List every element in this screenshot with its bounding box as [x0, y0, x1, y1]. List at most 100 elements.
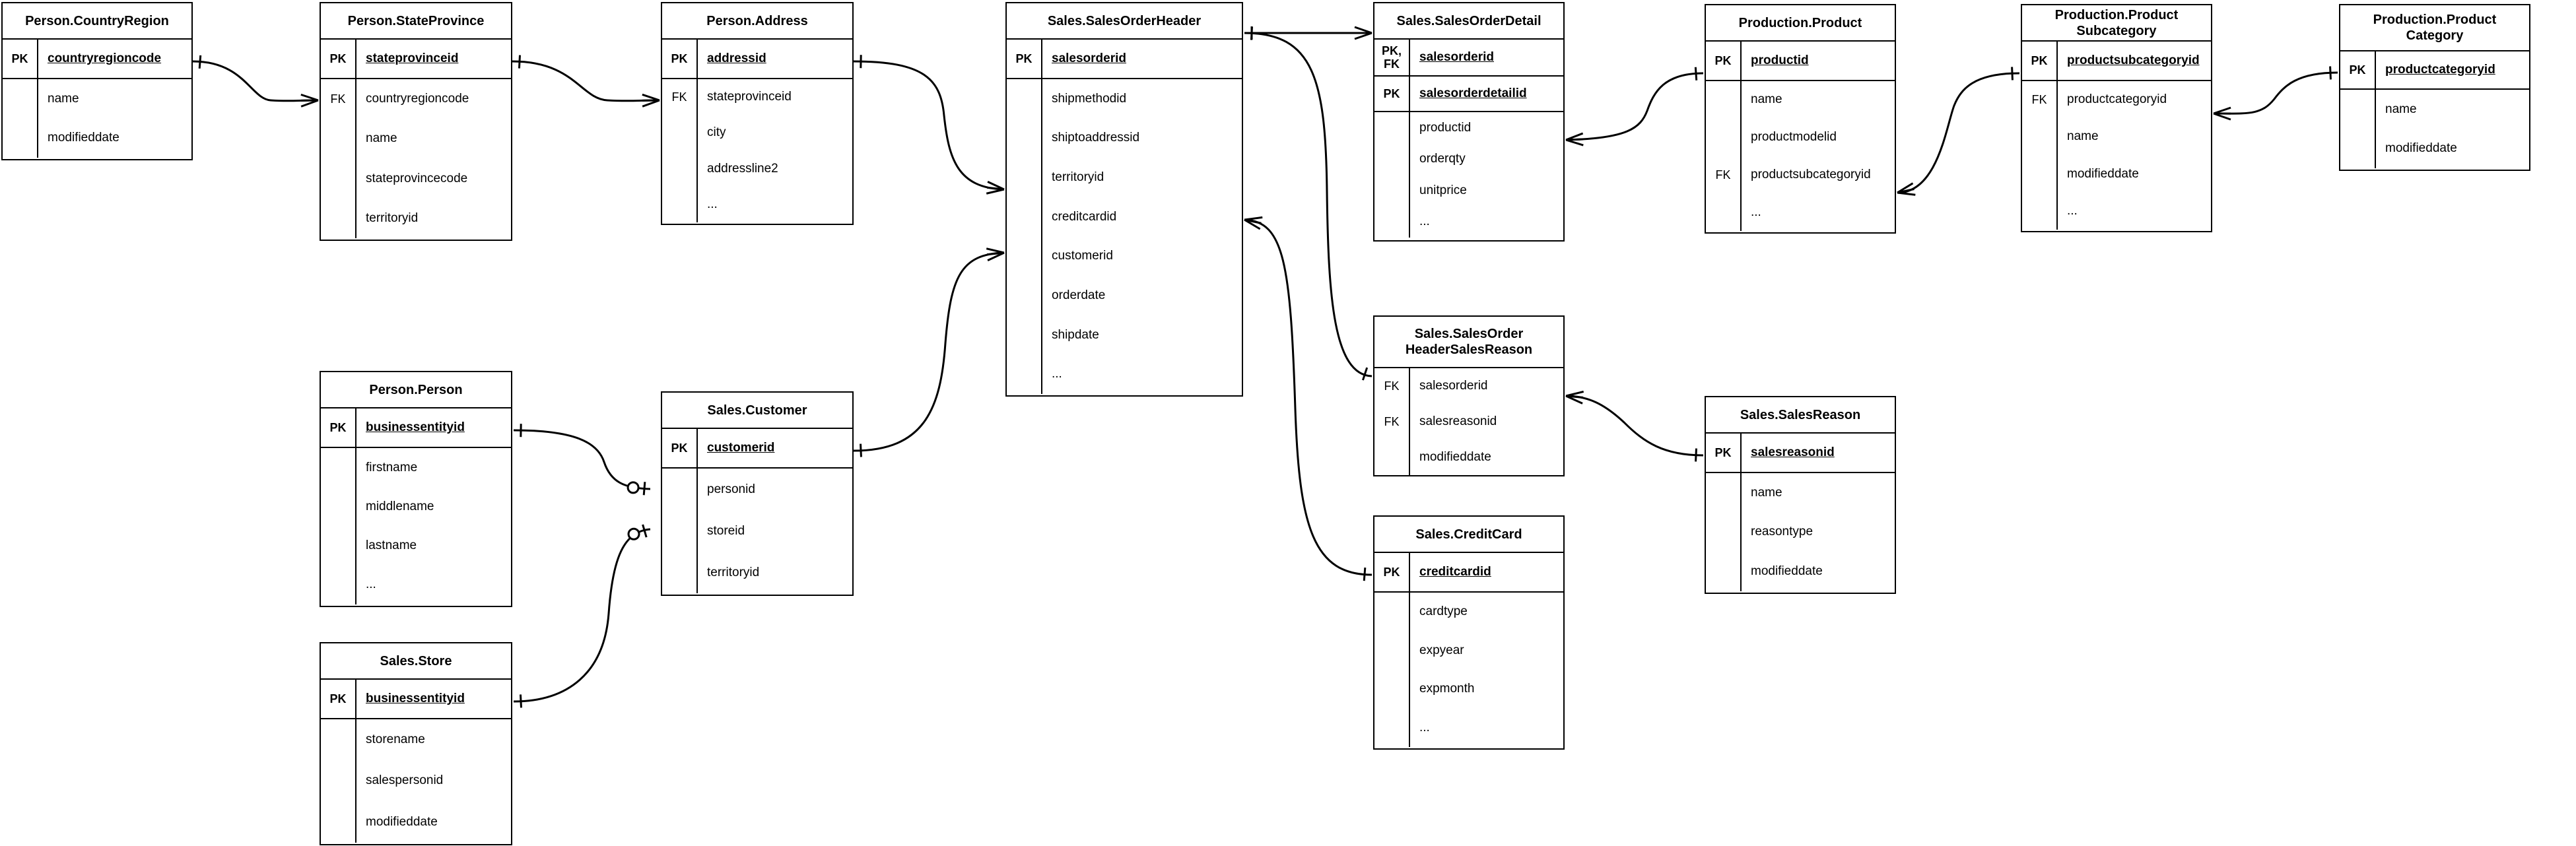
relationship-person-to-customer[interactable] — [513, 429, 651, 490]
attribute-row[interactable]: productmodelid — [1706, 118, 1895, 156]
attribute-name: productmodelid — [1751, 130, 1837, 145]
attribute-row[interactable]: modifieddate — [2340, 129, 2529, 168]
attribute-name: ... — [1419, 720, 1430, 734]
attribute-row[interactable]: shipmethodid — [1007, 79, 1242, 119]
relationship-stateprovince-to-address[interactable] — [512, 60, 660, 102]
attribute-row[interactable]: expyear — [1374, 631, 1563, 670]
attribute-row[interactable]: ... — [1007, 354, 1242, 394]
attribute-row[interactable]: orderqty — [1374, 143, 1563, 175]
attribute-row[interactable]: expmonth — [1374, 670, 1563, 709]
attribute-row[interactable]: ... — [1374, 206, 1563, 238]
attribute-row[interactable]: modifieddate — [3, 118, 191, 158]
attribute-row[interactable]: name — [1706, 473, 1895, 513]
attribute-row[interactable]: territoryid — [321, 198, 511, 238]
attribute-row[interactable]: stateprovincecode — [321, 158, 511, 199]
attribute-row[interactable]: shipdate — [1007, 315, 1242, 355]
relationship-address-to-salesorderheader[interactable] — [853, 60, 1005, 191]
attribute-row[interactable]: cardtype — [1374, 593, 1563, 632]
attribute-row[interactable]: territoryid — [662, 552, 852, 593]
relationship-productsubcategory-to-productcategory[interactable] — [2213, 71, 2338, 115]
key-badge — [1374, 593, 1410, 632]
attribute-row[interactable]: creditcardid — [1007, 197, 1242, 237]
attribute-row[interactable]: storeid — [662, 510, 852, 552]
attribute-row[interactable]: addressline2 — [662, 150, 852, 187]
attribute-row[interactable]: modifieddate — [1374, 439, 1563, 475]
attribute-row[interactable]: modifieddate — [2022, 155, 2211, 193]
attribute-row[interactable]: salespersonid — [321, 760, 511, 802]
attribute-row[interactable]: orderdate — [1007, 276, 1242, 315]
attribute-row[interactable]: city — [662, 115, 852, 151]
attribute-row[interactable]: reasontype — [1706, 512, 1895, 552]
relationship-creditcard-to-salesorderheader[interactable] — [1244, 218, 1373, 576]
attribute-row[interactable]: middlename — [321, 487, 511, 527]
attribute-row[interactable]: name — [2340, 90, 2529, 129]
relationship-customer-to-salesorderheader[interactable] — [853, 251, 1005, 452]
attribute-row[interactable]: storename — [321, 719, 511, 761]
attribute-row[interactable]: name — [2022, 118, 2211, 156]
relationship-salesorderheader-to-headersalesreason[interactable] — [1244, 32, 1373, 377]
relationship-product-to-productsubcategory[interactable] — [1897, 72, 2020, 194]
attribute-row[interactable]: ... — [321, 565, 511, 604]
attribute-name: firstname — [366, 460, 418, 474]
attribute-row[interactable]: ... — [2022, 192, 2211, 230]
attribute-row[interactable]: productid — [1374, 112, 1563, 144]
key-badge — [1706, 473, 1742, 513]
relationship-salesreason-to-headersalesreason[interactable] — [1565, 395, 1704, 457]
relationship-store-to-customer[interactable] — [513, 528, 651, 703]
attribute-row[interactable]: customerid — [1007, 236, 1242, 277]
attribute-row[interactable]: firstname — [321, 448, 511, 488]
attribute-row[interactable]: shiptoaddressid — [1007, 118, 1242, 158]
attribute-row[interactable]: unitprice — [1374, 175, 1563, 207]
attribute-row[interactable]: name — [3, 79, 191, 119]
attribute-row[interactable]: lastname — [321, 526, 511, 566]
attribute-row[interactable]: ... — [1706, 193, 1895, 231]
attribute-row[interactable]: name — [1706, 81, 1895, 119]
attribute-row[interactable]: territoryid — [1007, 158, 1242, 197]
attribute-row[interactable]: ... — [1374, 708, 1563, 747]
relationship-countryregion-to-stateprovince[interactable] — [192, 60, 319, 102]
attribute-row[interactable]: modifieddate — [1706, 552, 1895, 591]
attribute-row[interactable]: name — [321, 119, 511, 159]
attribute-row[interactable]: personid — [662, 469, 852, 510]
attribute-name: productid — [1751, 53, 1809, 67]
attribute-row[interactable]: modifieddate — [321, 801, 511, 843]
attribute-row[interactable]: ... — [662, 186, 852, 222]
relationship-salesorderdetail-to-product[interactable] — [1565, 72, 1704, 141]
